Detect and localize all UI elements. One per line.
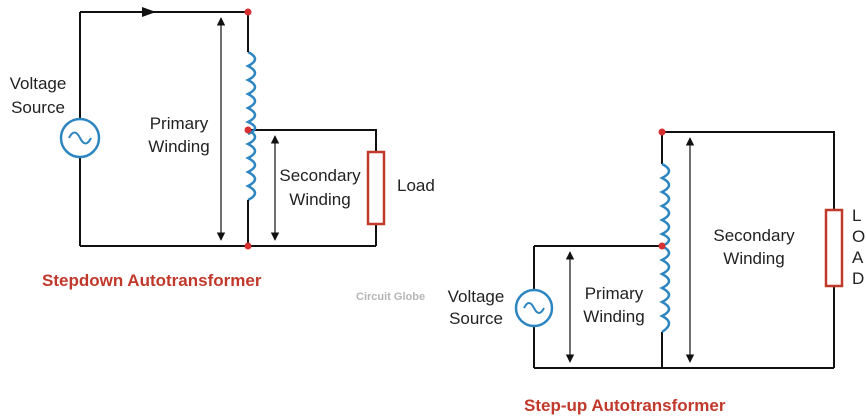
stepdown-caption: Stepdown Autotransformer [42,271,262,290]
watermark: Circuit Globe [356,291,425,303]
stepdown-secondary-coil [245,128,257,202]
stepdown-primary-label-1: Primary [150,114,209,133]
stepup-primary-coil [659,244,671,334]
stepdown-source-label-2: Source [11,98,65,117]
stepup-load-resistor [824,208,844,288]
stepup-top-wire [662,131,835,368]
stepdown-load-label: Load [397,176,435,195]
stepup-load-letter: L [852,206,861,225]
stepdown-secondary-label-2: Winding [289,190,350,209]
stepup-secondary-coil [659,162,671,248]
stepdown-load-resistor [366,150,386,226]
junction-dot [658,128,666,136]
stepdown-source-label-1: Voltage [10,74,67,93]
junction-dot [244,242,252,250]
stepup-source-label-2: Source [449,309,503,328]
stepup-primary-label-2: Winding [583,307,644,326]
stepdown-primary-coil [245,50,257,136]
stepup-secondary-label-2: Winding [723,249,784,268]
stepdown-circuit: Voltage Source Primary Winding Secondary… [10,7,435,290]
sine-wave-icon [68,131,92,145]
stepdown-right-wire [248,129,377,246]
stepup-load-letter: D [852,269,864,288]
current-direction-arrow [142,7,156,17]
stepdown-secondary-label-1: Secondary [279,166,361,185]
junction-dot [244,126,252,134]
stepup-circuit: Voltage Source Primary Winding Secondary… [448,128,865,415]
stepdown-primary-label-2: Winding [148,137,209,156]
stepup-secondary-label-1: Secondary [713,226,795,245]
sine-wave-icon [523,302,545,314]
stepup-source-label-1: Voltage [448,287,505,306]
junction-dot [658,242,666,250]
stepup-caption: Step-up Autotransformer [524,396,726,415]
junction-dot [244,8,252,16]
stepup-primary-label-1: Primary [585,284,644,303]
stepup-load-letter: O [852,227,865,246]
stepup-load-letter: A [852,248,864,267]
